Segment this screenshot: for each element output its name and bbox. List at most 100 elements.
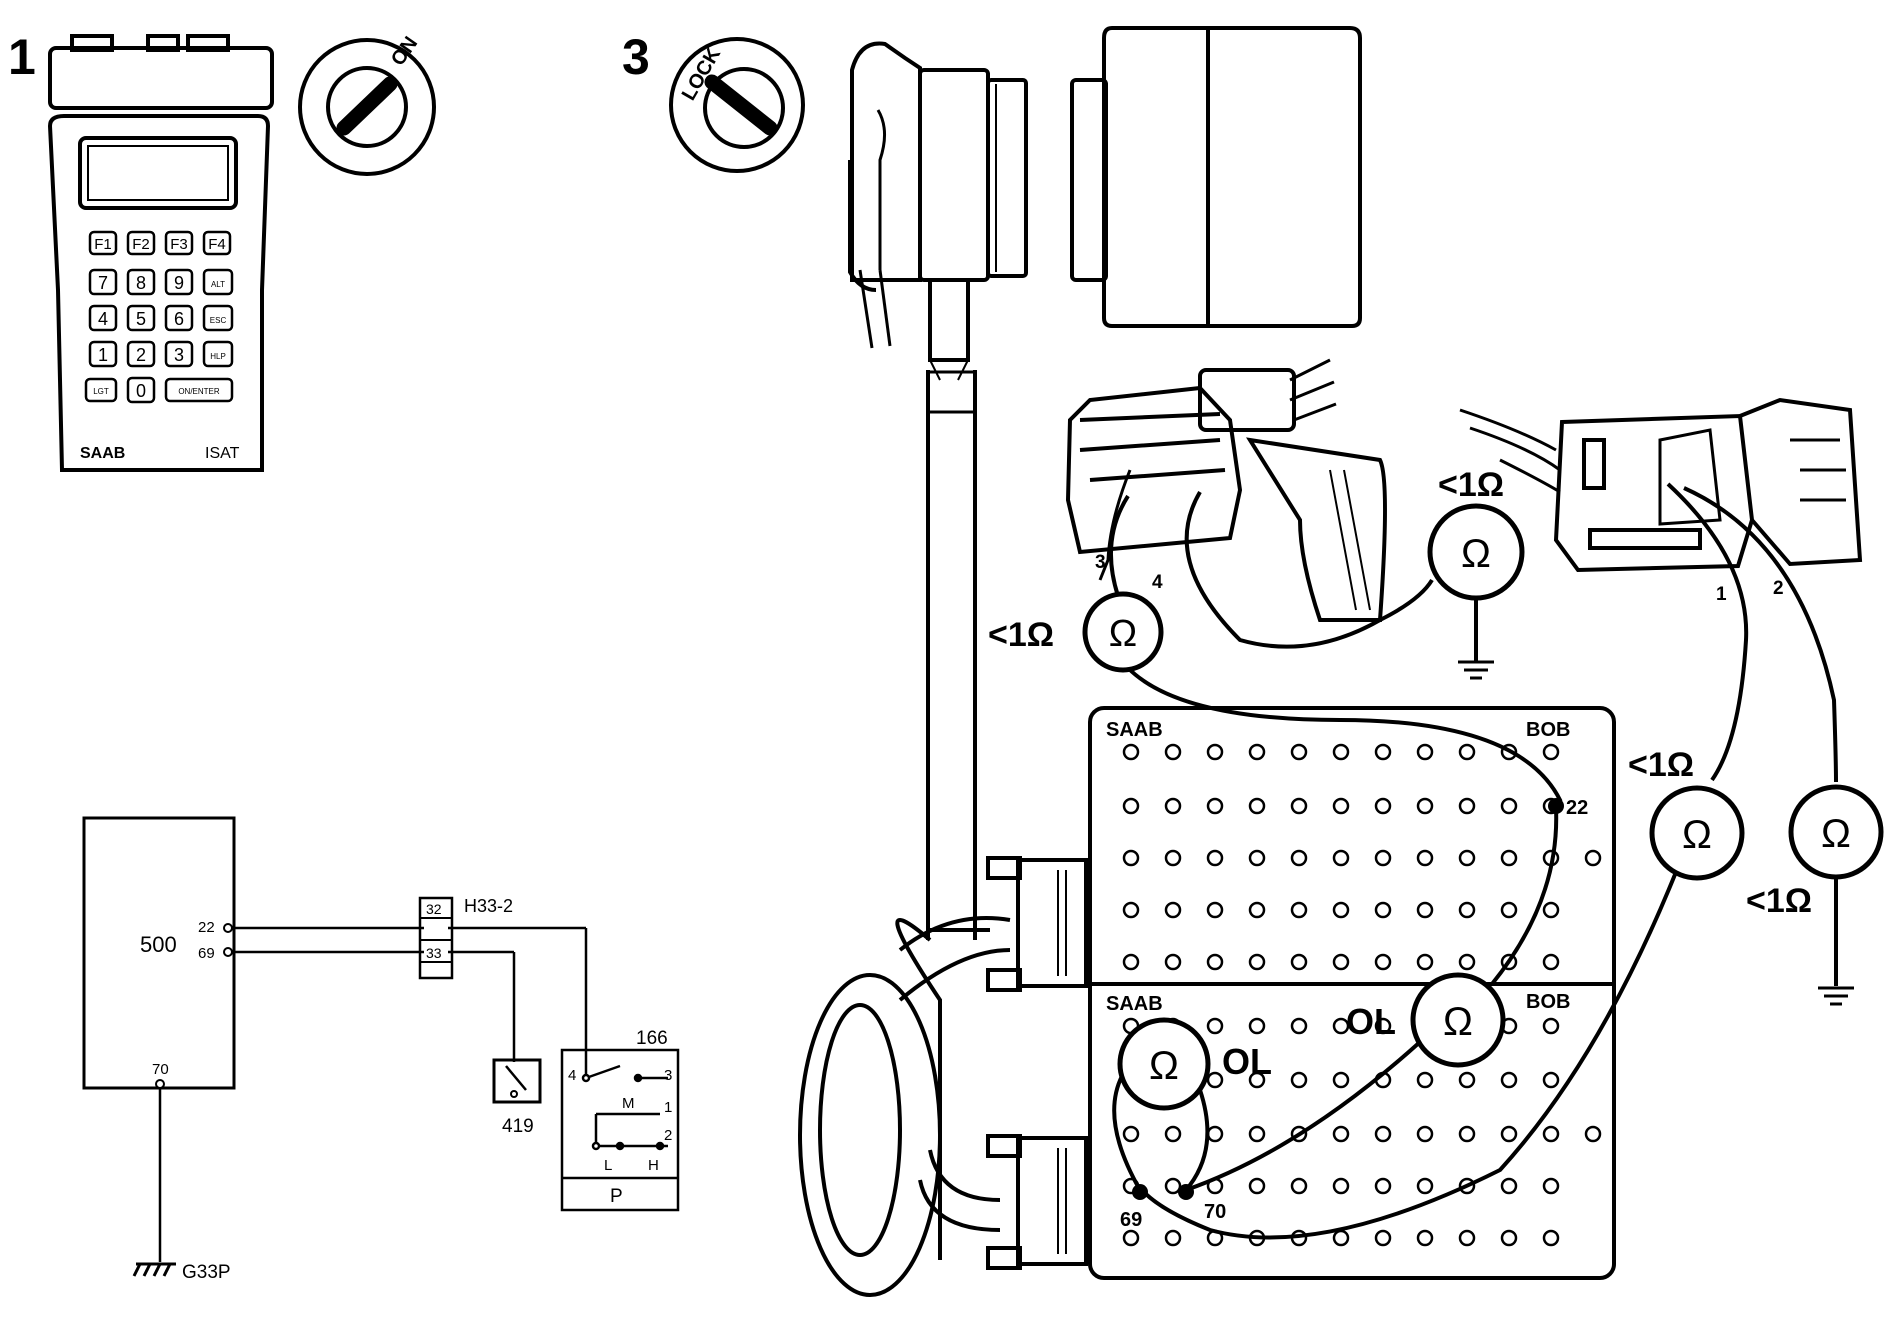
bob-socket xyxy=(1248,797,1266,815)
tester-top-tab-2 xyxy=(146,34,180,52)
tester-key-f1: F1 xyxy=(88,230,118,256)
switch-166-label: 166 xyxy=(636,1028,668,1049)
ecu-pin-69-label: 69 xyxy=(198,945,215,962)
bob-socket xyxy=(1542,901,1560,919)
bob-socket xyxy=(1416,797,1434,815)
ohmmeter-6: Ω xyxy=(1117,1017,1211,1111)
key-label: F3 xyxy=(170,236,188,253)
tester-key-4: 4 xyxy=(88,304,118,332)
bob-socket xyxy=(1164,901,1182,919)
bob-pin-70-label: 70 xyxy=(1204,1201,1226,1223)
bob-socket xyxy=(1164,849,1182,867)
switch-pin-2: 2 xyxy=(664,1127,672,1144)
bob-socket xyxy=(1248,743,1266,761)
key-label: 6 xyxy=(174,309,184,329)
chassis-ground-icon xyxy=(132,1262,176,1277)
ecu-pin-22-terminal xyxy=(223,923,233,933)
isat-tester xyxy=(47,34,274,472)
bob-socket xyxy=(1332,1177,1350,1195)
bob-socket xyxy=(1500,797,1518,815)
ground-icon xyxy=(1818,986,1854,1006)
ground-g33p-label: G33P xyxy=(182,1262,231,1283)
bob-socket xyxy=(1458,901,1476,919)
bob-socket xyxy=(1374,1125,1392,1143)
connector-h33-2-label: H33-2 xyxy=(464,896,513,916)
bob-socket xyxy=(1374,1177,1392,1195)
bob-socket xyxy=(1500,1177,1518,1195)
bob-pin-69-label: 69 xyxy=(1120,1209,1142,1231)
bob-upper-brand: SAAB xyxy=(1106,719,1163,741)
tester-key-2: 2 xyxy=(126,340,156,368)
bob-socket xyxy=(1500,901,1518,919)
bob-socket xyxy=(1290,1017,1308,1035)
bob-socket xyxy=(1122,743,1140,761)
bob-socket xyxy=(1248,901,1266,919)
ohmmeter-1: Ω xyxy=(1082,591,1164,673)
switch-l-label: L xyxy=(604,1157,612,1174)
bob-socket xyxy=(1374,953,1392,971)
bob-socket xyxy=(1416,1177,1434,1195)
tester-top-module xyxy=(48,46,274,110)
bob-socket xyxy=(1416,743,1434,761)
tester-key-8: 8 xyxy=(126,268,156,296)
tester-key-lgt: LGT xyxy=(84,377,118,403)
bob-socket xyxy=(1164,743,1182,761)
schematic-wires xyxy=(158,926,588,1262)
bob-socket xyxy=(1542,1229,1560,1247)
bob-socket xyxy=(1122,1125,1140,1143)
bob-socket xyxy=(1416,953,1434,971)
ohm-icon: Ω xyxy=(1443,1000,1473,1044)
bob-socket xyxy=(1500,1071,1518,1089)
tester-keypad: F1 F2 F3 F4 7 8 9 ALT 4 5 6 ESC 1 2 3 HL… xyxy=(84,230,234,404)
switch-p-label: P xyxy=(610,1186,623,1207)
bob-socket xyxy=(1542,743,1560,761)
bob-socket xyxy=(1332,1071,1350,1089)
reading-4: <1Ω xyxy=(1746,882,1812,920)
key-label: F4 xyxy=(208,236,226,253)
bob-socket xyxy=(1164,1177,1182,1195)
bob-socket xyxy=(1248,1071,1266,1089)
tester-screen-inner xyxy=(87,145,229,201)
control-module xyxy=(1070,26,1362,328)
bob-socket xyxy=(1164,1125,1182,1143)
reading-5: OL xyxy=(1346,1001,1396,1042)
switch-pin-1: 1 xyxy=(664,1099,672,1116)
bob-socket xyxy=(1248,953,1266,971)
key-label: 1 xyxy=(98,345,108,365)
ecu-pin-69-terminal xyxy=(223,947,233,957)
bob-socket xyxy=(1206,1125,1224,1143)
bob-socket xyxy=(1416,1125,1434,1143)
connector-h33-2 xyxy=(418,896,454,980)
right-connector-pin-2: 2 xyxy=(1773,578,1784,599)
bob-socket xyxy=(1416,849,1434,867)
bob-socket xyxy=(1248,1017,1266,1035)
tester-key-0: 0 xyxy=(126,376,156,404)
bob-socket xyxy=(1458,953,1476,971)
key-label: ALT xyxy=(211,280,225,289)
key-label: F1 xyxy=(94,236,112,253)
bob-socket xyxy=(1458,849,1476,867)
left-connector-pin-3: 3 xyxy=(1095,552,1106,573)
module-connector-plug xyxy=(848,41,1028,381)
tester-key-f4: F4 xyxy=(202,230,232,256)
bob-socket xyxy=(1416,1229,1434,1247)
bob-socket xyxy=(1542,1071,1560,1089)
key-label: F2 xyxy=(132,236,150,253)
bob-socket xyxy=(1332,953,1350,971)
tester-model: ISAT xyxy=(205,445,240,462)
switch-m-label: M xyxy=(622,1095,635,1112)
bob-socket xyxy=(1290,797,1308,815)
breakout-box-frame xyxy=(1088,706,1616,1280)
key-label: 5 xyxy=(136,309,146,329)
connector-pin-32-label: 32 xyxy=(426,901,442,917)
bob-socket xyxy=(1206,1017,1224,1035)
tester-key-1: 1 xyxy=(88,340,118,368)
tester-key-7: 7 xyxy=(88,268,118,296)
key-label: 7 xyxy=(98,273,108,293)
bob-probe-points xyxy=(1132,798,1564,1200)
step-number-3: 3 xyxy=(622,29,650,85)
bob-socket xyxy=(1416,1071,1434,1089)
bob-socket xyxy=(1332,1017,1350,1035)
bob-socket xyxy=(1416,901,1434,919)
